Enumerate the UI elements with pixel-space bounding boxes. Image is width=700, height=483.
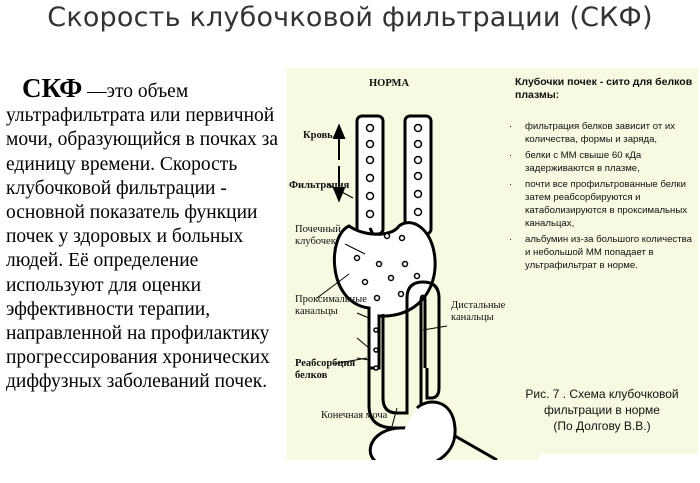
page-title: Скорость клубочковой фильтрации (СКФ)	[47, 2, 653, 33]
definition-body: это объем ультрафильтрата или первичной …	[6, 81, 279, 393]
label-distal-2: канальцы	[451, 312, 494, 323]
label-reabsorption-1: Реабсорбция	[295, 358, 356, 369]
bullet-icon: ·	[509, 179, 513, 190]
collecting-sac	[368, 400, 457, 460]
background-patch	[539, 454, 699, 462]
ureter	[454, 434, 498, 460]
definition-text: СКФ —это объем ультрафильтрата или перви…	[6, 73, 288, 395]
list-item: ·альбумин из-за большого количества и не…	[509, 234, 692, 271]
bullet-icon: ·	[509, 150, 513, 161]
henle-loop-outer	[381, 280, 441, 415]
notes-title: Клубочки почек - сито для белков плазмы:	[515, 76, 693, 101]
list-item: ·белки с ММ свыше 60 кДа задерживаются в…	[509, 150, 642, 174]
list-item: ·почти все профильтрованные белки затем …	[509, 179, 688, 229]
definition-term: СКФ	[22, 73, 83, 103]
label-proximal-1: Проксимальные	[295, 294, 367, 305]
list-item: ·фильтрация белков зависит от их количес…	[509, 121, 676, 145]
bullet-icon: ·	[509, 234, 513, 245]
nephron-drawing	[316, 114, 498, 460]
label-final-urine: Конечная моча	[321, 410, 388, 421]
definition-dash: —	[82, 81, 107, 102]
nephron-diagram: НОРМА Кровь Фильтрация Почечный клубочек…	[287, 68, 699, 462]
bullet-icon: ·	[509, 121, 513, 132]
label-glomerulus-2: клубочек	[295, 236, 336, 247]
notes-list: ·фильтрация белков зависит от их количес…	[509, 120, 695, 275]
label-reabsorption-2: белков	[295, 370, 328, 381]
label-glomerulus-1: Почечный	[295, 224, 341, 235]
label-proximal-2: канальцы	[295, 306, 338, 317]
label-blood: Кровь	[303, 130, 333, 141]
figure-caption: Рис. 7 . Схема клубочковой фильтрации в …	[525, 387, 679, 433]
distal-bend	[425, 368, 441, 400]
label-distal-1: Дистальные	[451, 300, 506, 311]
diagram-heading: НОРМА	[369, 78, 410, 89]
label-filtration: Фильтрация	[289, 180, 350, 191]
